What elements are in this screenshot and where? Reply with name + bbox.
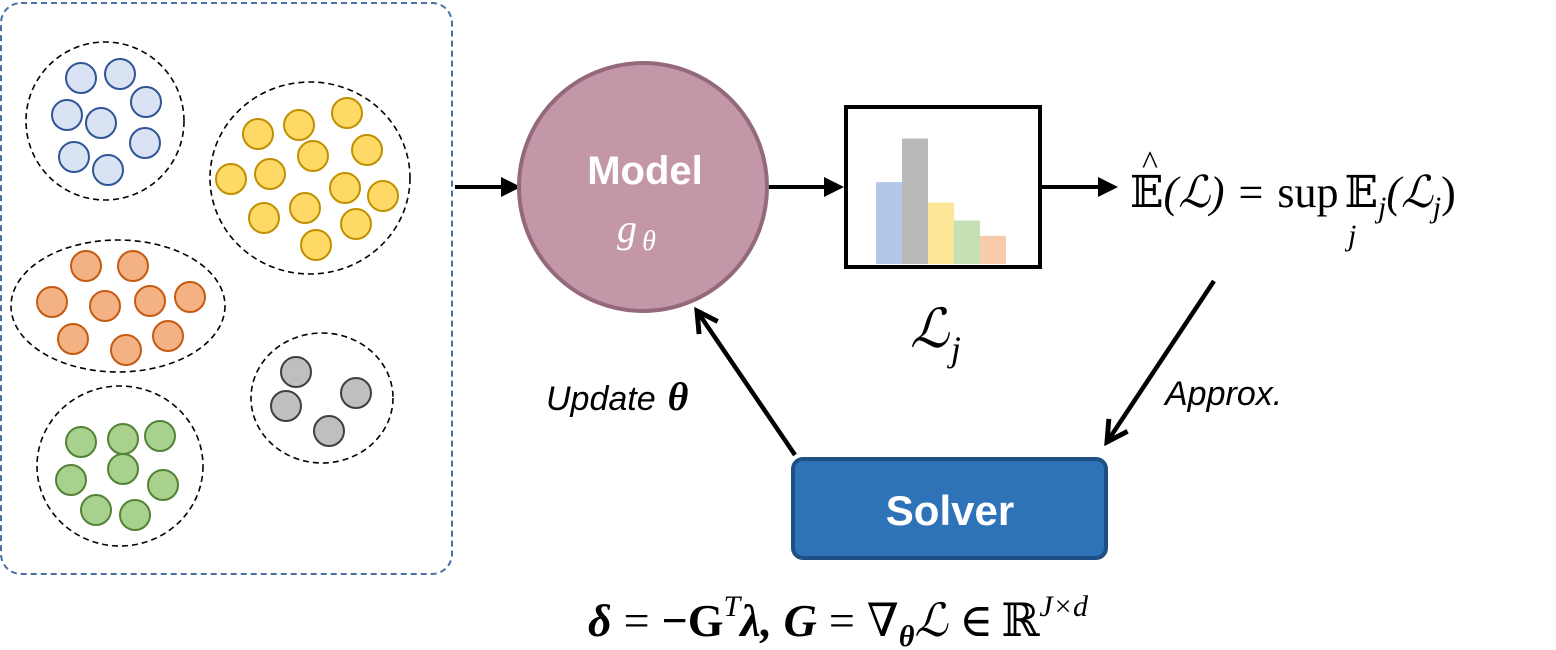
- blue-sample-dot: [51, 99, 83, 131]
- gray-sample-dot: [270, 390, 302, 422]
- green-sample-dot: [147, 469, 179, 501]
- yellow-sample-dot: [297, 140, 329, 172]
- model-node: [517, 61, 769, 313]
- yellow-sample-dot: [351, 134, 383, 166]
- objective-sup: sup: [1277, 168, 1338, 217]
- orange-sample-dot: [174, 281, 206, 313]
- blue-sample-dot: [130, 86, 162, 118]
- objective-hat: ^: [1142, 145, 1158, 182]
- orange-sample-dot: [117, 250, 149, 282]
- yellow-sample-dot: [248, 202, 280, 234]
- objective-rhs-close: ): [1441, 168, 1456, 217]
- green-sample-dot: [55, 464, 87, 496]
- loss-histogram-bars: [876, 138, 1006, 264]
- model-title: Model: [587, 149, 703, 193]
- green-sample-dot: [80, 494, 112, 526]
- approx-arrow: [1107, 279, 1216, 442]
- loss-label-script: ℒ: [910, 299, 950, 359]
- green-group-outline: [36, 385, 204, 547]
- green-sample-dot: [107, 453, 139, 485]
- sample-dots: [36, 58, 399, 531]
- model-function-subscript: θ: [642, 226, 656, 257]
- formula-L-in: ℒ ∈: [915, 595, 994, 646]
- formula-minus-G: −G: [662, 595, 724, 646]
- loss-label: ℒj: [910, 299, 961, 369]
- objective-lhs-E: 𝔼: [1130, 168, 1164, 217]
- yellow-sample-dot: [242, 118, 274, 150]
- objective-rhs-E-subscript: j: [1374, 191, 1386, 224]
- yellow-sample-dot: [283, 109, 315, 141]
- formula-lambda-G: λ, G: [738, 595, 817, 646]
- green-sample-dot: [144, 420, 176, 452]
- yellow-sample-dot: [329, 172, 361, 204]
- solver-node: [791, 457, 1108, 560]
- histogram-bar: [928, 202, 954, 264]
- update-arrow: [697, 311, 797, 457]
- objective-equals: =: [1239, 168, 1264, 217]
- solver-label: Solver: [886, 487, 1014, 534]
- objective-sup-subscript: j: [1344, 219, 1356, 252]
- formula-R: ℝ: [1001, 595, 1040, 646]
- gray-sample-dot: [340, 377, 372, 409]
- green-sample-dot: [119, 499, 151, 531]
- gray-group-outline: [250, 332, 394, 464]
- formula-nabla-sub: θ: [899, 620, 915, 650]
- model-function-letter: g: [617, 206, 637, 251]
- orange-group-outline: [10, 239, 226, 373]
- gray-sample-dot: [280, 356, 312, 388]
- formula-eq1: =: [624, 595, 650, 646]
- group-outlines: [10, 41, 411, 547]
- blue-sample-dot: [58, 141, 90, 173]
- objective-lhs-arg: (ℒ): [1164, 168, 1225, 217]
- formula-eq2: =: [829, 595, 855, 646]
- histogram-bar: [876, 182, 902, 264]
- yellow-group-outline: [209, 81, 411, 275]
- yellow-sample-dot: [300, 229, 332, 261]
- orange-sample-dot: [110, 334, 142, 366]
- formula-R-sup: J×d: [1039, 590, 1089, 623]
- blue-sample-dot: [104, 58, 136, 90]
- objective-rhs-L-subscript: j: [1429, 191, 1441, 224]
- blue-group-outline: [25, 41, 185, 201]
- yellow-sample-dot: [340, 208, 372, 240]
- approx-label: Approx.: [1163, 375, 1282, 413]
- orange-sample-dot: [134, 285, 166, 317]
- histogram-bar: [902, 138, 928, 264]
- formula-nabla: ∇: [867, 595, 899, 646]
- histogram-bar: [954, 220, 980, 264]
- gray-sample-dot: [313, 415, 345, 447]
- green-sample-dot: [107, 423, 139, 455]
- blue-sample-dot: [65, 62, 97, 94]
- blue-sample-dot: [85, 107, 117, 139]
- update-label-text: Update: [546, 380, 656, 418]
- objective-rhs-E: 𝔼: [1345, 168, 1379, 217]
- yellow-sample-dot: [215, 163, 247, 195]
- orange-sample-dot: [57, 323, 89, 355]
- loss-label-subscript: j: [947, 329, 961, 369]
- data-container: [0, 2, 453, 575]
- orange-sample-dot: [70, 250, 102, 282]
- blue-sample-dot: [92, 154, 124, 186]
- update-formula: δ=−GTλ, G=∇θℒ ∈ℝJ×d: [588, 590, 1089, 650]
- orange-sample-dot: [89, 290, 121, 322]
- blue-sample-dot: [129, 127, 161, 159]
- yellow-sample-dot: [254, 158, 286, 190]
- yellow-sample-dot: [367, 180, 399, 212]
- formula-transpose: T: [724, 590, 743, 623]
- orange-sample-dot: [36, 286, 68, 318]
- orange-sample-dot: [152, 320, 184, 352]
- histogram-bar: [980, 235, 1006, 264]
- formula-delta: δ: [588, 595, 612, 646]
- green-sample-dot: [65, 426, 97, 458]
- yellow-sample-dot: [289, 192, 321, 224]
- update-label-theta: θ: [668, 374, 689, 419]
- yellow-sample-dot: [331, 97, 363, 129]
- objective-rhs-open: (ℒ: [1386, 168, 1434, 217]
